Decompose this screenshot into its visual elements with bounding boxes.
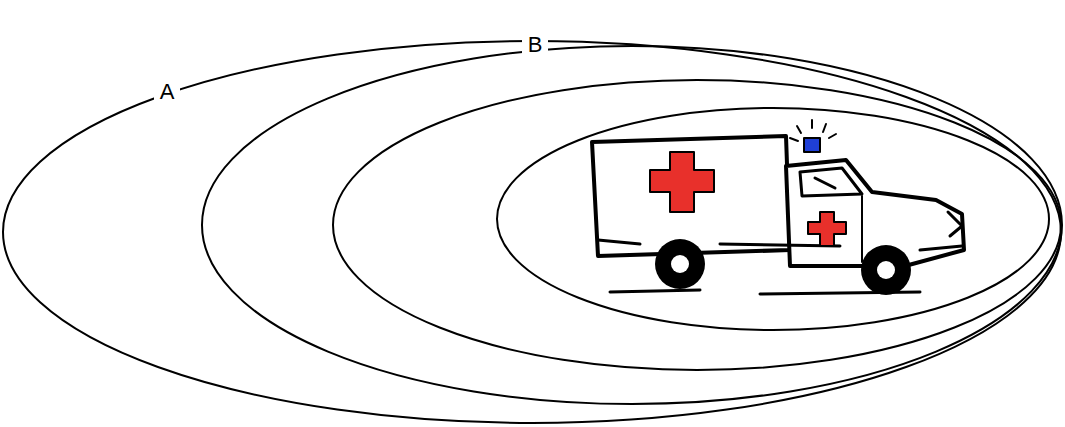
siren-light xyxy=(804,138,820,152)
innermost-zone-ring xyxy=(497,108,1049,330)
ring-line xyxy=(3,41,1061,423)
ambulance-body xyxy=(592,136,790,256)
headlight xyxy=(948,212,962,236)
siren-rays xyxy=(790,120,836,141)
zone-ring: AB xyxy=(2,40,1062,424)
inner-zone-ring xyxy=(333,80,1061,370)
zone-ring: B xyxy=(201,45,1063,405)
body-trim xyxy=(598,240,962,250)
wheel xyxy=(861,245,911,295)
ring-outline xyxy=(201,45,1063,405)
ring-line xyxy=(202,46,1062,404)
cab-window xyxy=(800,168,862,196)
zone-letter: A xyxy=(154,80,181,104)
wheel xyxy=(655,239,705,289)
wheel-hub xyxy=(671,255,689,273)
red-cross xyxy=(808,212,846,246)
ambulance-picture xyxy=(592,120,964,295)
wheel-hub xyxy=(877,261,895,279)
red-cross xyxy=(650,152,714,212)
ground-shadow xyxy=(610,290,920,294)
driver-sketch xyxy=(815,178,835,188)
door-line xyxy=(861,196,863,262)
zone-letter: B xyxy=(522,33,549,57)
